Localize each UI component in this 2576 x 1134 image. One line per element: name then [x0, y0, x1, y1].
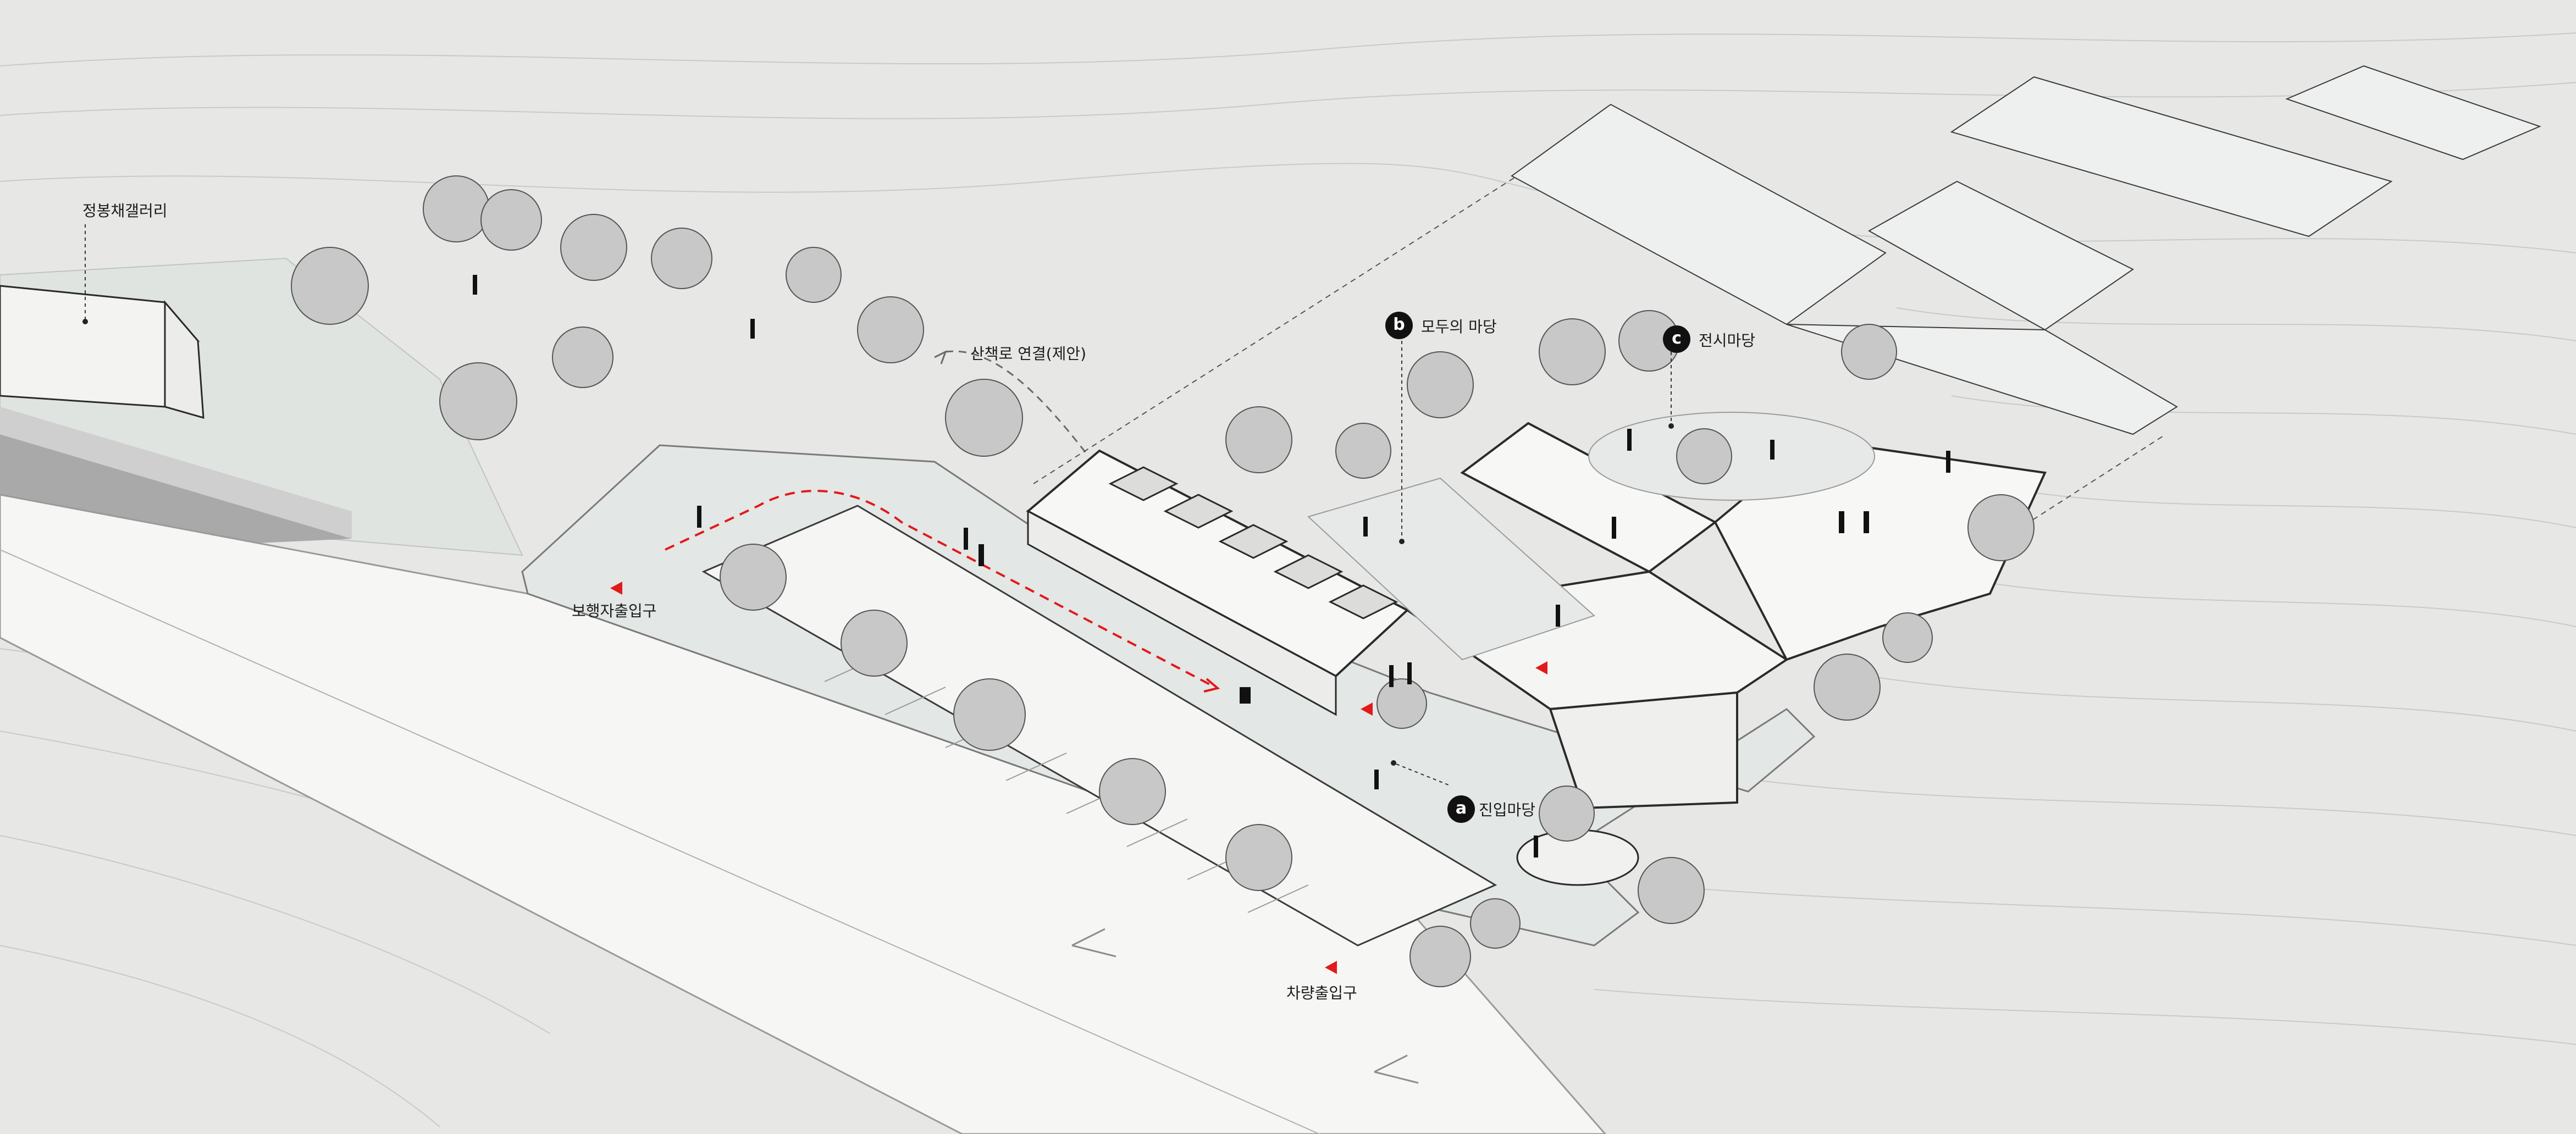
gallery-end	[164, 300, 204, 419]
label-courtyard-b: 모두의 마당	[1421, 318, 1497, 336]
gallery-wall	[0, 285, 166, 408]
long-roof-3	[1950, 76, 2393, 237]
badge-a: a	[1447, 795, 1475, 823]
pedestrian-route	[665, 490, 1215, 688]
contour-lines	[0, 32, 2576, 1127]
long-roof-1	[1511, 103, 1887, 325]
road-arrow-1	[1071, 928, 1116, 958]
long-roof-4	[2285, 65, 2541, 161]
courtyard-b	[1307, 477, 1595, 661]
road-edge	[0, 549, 1320, 1134]
label-vehicle-entry: 차량출입구	[1286, 984, 1357, 1002]
leader-lines	[85, 224, 1672, 787]
label-courtyard-c: 전시마당	[1699, 331, 1756, 350]
building-south-block	[1549, 691, 1738, 810]
label-pedestrian-entry: 보행자출입구	[572, 602, 657, 620]
route-arrowhead	[1203, 678, 1220, 693]
building-west-wing-front	[1027, 510, 1337, 716]
badge-c: c	[1663, 325, 1690, 353]
roof-openings	[1108, 466, 1398, 619]
road-arrow-2	[1374, 1054, 1419, 1084]
trail-route	[945, 350, 1090, 457]
leader-dots	[82, 319, 1674, 766]
entry-markers	[610, 582, 1547, 974]
label-courtyard-a: 진입마당	[1479, 801, 1536, 819]
badge-b: b	[1385, 312, 1413, 339]
long-roof-2	[1867, 180, 2134, 331]
label-trail: 산책로 연결(제안)	[970, 345, 1087, 363]
trail-arrowhead	[934, 350, 947, 364]
trees	[291, 175, 2035, 987]
slope-top	[0, 407, 352, 539]
people	[473, 275, 1950, 858]
label-gallery: 정봉채갤러리	[82, 202, 168, 220]
